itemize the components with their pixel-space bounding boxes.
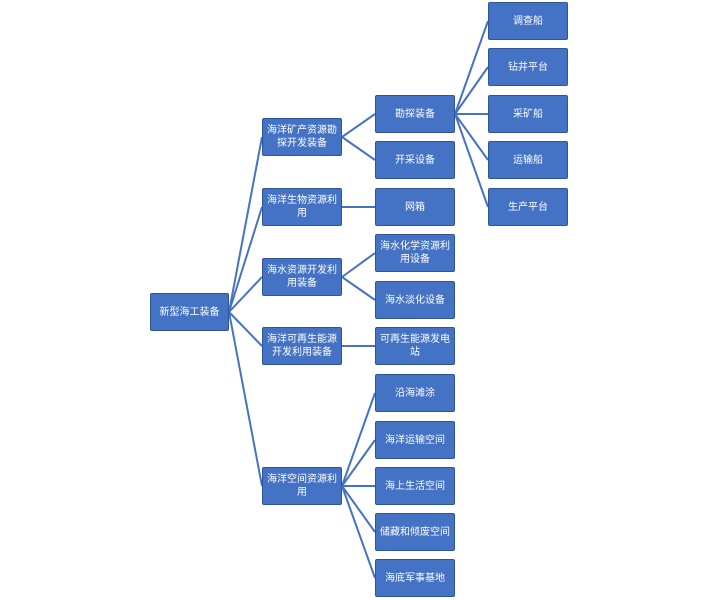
sub-label: 勘探装备 — [395, 108, 435, 120]
category-label: 海洋矿产资源勘探开发装备 — [267, 125, 337, 149]
connector-root-cat3 — [228, 311, 263, 347]
sub-label: 开采设备 — [395, 154, 435, 166]
root-label: 新型海工装备 — [159, 306, 220, 318]
connector-root-cat1 — [228, 206, 263, 313]
leaf-node-production-platform: 生产平台 — [488, 188, 568, 226]
leaf-node-survey-ship: 调查船 — [488, 2, 568, 40]
category-label: 海洋可再生能源开发利用装备 — [267, 334, 337, 358]
sub-label: 海水淡化设备 — [385, 294, 445, 306]
connector-cat2-sub1 — [341, 276, 376, 301]
connector-sub0-leaf1 — [454, 66, 489, 115]
category-label: 海洋空间资源利用 — [267, 474, 337, 498]
connector-sub0-leaf3 — [454, 113, 489, 161]
category-node-renewable: 海洋可再生能源开发利用装备 — [262, 327, 342, 365]
sub-node-mining: 开采设备 — [375, 141, 455, 179]
sub-node-seawater-chemical: 海水化学资源利用设备 — [375, 234, 455, 272]
sub-label: 海底军事基地 — [385, 572, 445, 584]
connector-sub0-leaf4 — [454, 113, 489, 208]
sub-node-transport-space: 海洋运输空间 — [375, 421, 455, 459]
category-node-biology: 海洋生物资源利用 — [262, 188, 342, 226]
sub-label: 海水化学资源利用设备 — [380, 241, 450, 265]
leaf-label: 生产平台 — [508, 201, 548, 213]
root-node: 新型海工装备 — [150, 293, 229, 331]
connector-root-cat4 — [228, 311, 263, 487]
leaf-node-mining-ship: 采矿船 — [488, 95, 568, 133]
leaf-label: 运输船 — [513, 154, 543, 166]
connector-cat0-sub0 — [341, 113, 376, 138]
sub-label: 储藏和倾废空间 — [380, 526, 450, 538]
sub-node-living-space: 海上生活空间 — [375, 467, 455, 505]
sub-node-military-base: 海底军事基地 — [375, 559, 455, 597]
sub-node-tidal-flat: 沿海滩涂 — [375, 374, 455, 412]
sub-label: 网箱 — [405, 201, 425, 213]
sub-label: 海洋运输空间 — [385, 434, 445, 446]
connector-sub0-leaf0 — [454, 20, 489, 115]
connector-cat4-sub4 — [341, 485, 376, 579]
connector-cat4-sub0 — [341, 392, 376, 487]
sub-node-power-station: 可再生能源发电站 — [375, 327, 455, 365]
category-node-space: 海洋空间资源利用 — [262, 467, 342, 505]
leaf-label: 采矿船 — [513, 108, 543, 120]
category-node-mineral: 海洋矿产资源勘探开发装备 — [262, 118, 342, 156]
category-node-seawater: 海水资源开发利用装备 — [262, 258, 342, 296]
connector-cat2-sub0 — [341, 252, 376, 278]
leaf-node-transport-ship: 运输船 — [488, 141, 568, 179]
sub-label: 海上生活空间 — [385, 480, 445, 492]
connector-cat0-sub1 — [341, 136, 376, 161]
leaf-label: 调查船 — [513, 15, 543, 27]
connector-cat4-sub3 — [341, 485, 376, 533]
category-label: 海水资源开发利用装备 — [267, 265, 337, 289]
sub-label: 沿海滩涂 — [395, 387, 435, 399]
sub-node-desalination: 海水淡化设备 — [375, 281, 455, 319]
sub-node-net-cage: 网箱 — [375, 188, 455, 226]
sub-node-storage-space: 储藏和倾废空间 — [375, 513, 455, 551]
leaf-label: 钻井平台 — [508, 61, 548, 73]
leaf-node-drilling-platform: 钻井平台 — [488, 48, 568, 86]
connector-cat4-sub1 — [341, 439, 376, 487]
connector-root-cat0 — [228, 136, 263, 313]
sub-label: 可再生能源发电站 — [380, 334, 450, 358]
category-label: 海洋生物资源利用 — [267, 195, 337, 219]
sub-node-exploration: 勘探装备 — [375, 95, 455, 133]
connector-root-cat2 — [228, 276, 263, 313]
